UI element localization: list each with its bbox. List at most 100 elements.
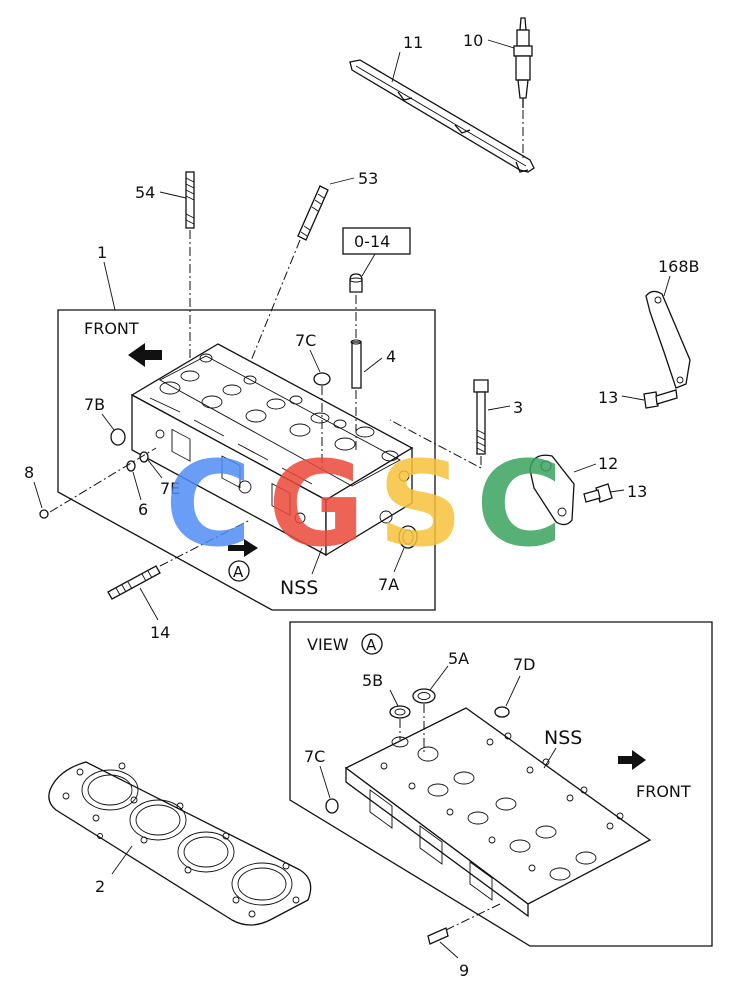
seal-5a	[412, 688, 436, 704]
leader-4	[363, 357, 383, 373]
view-a-circle	[361, 633, 383, 655]
label-13-lower: 13	[627, 482, 647, 501]
label-13-upper: 13	[598, 388, 618, 407]
leader-7c-top	[309, 349, 321, 373]
head-gasket-2	[48, 761, 312, 926]
label-3: 3	[513, 398, 523, 417]
label-7a: 7A	[378, 575, 399, 594]
label-front-top: FRONT	[84, 319, 139, 338]
explode-frame	[57, 309, 436, 611]
label-2: 2	[95, 877, 105, 896]
valve-guide-4	[350, 339, 362, 389]
dowel-9	[427, 927, 449, 945]
label-9: 9	[459, 961, 469, 980]
bracket-168b	[645, 290, 691, 389]
valve-cap-0-14	[349, 273, 363, 293]
plug-7a	[398, 525, 418, 549]
leader-10	[487, 39, 515, 49]
bolt-13-lower	[583, 483, 613, 503]
label-12: 12	[598, 454, 618, 473]
stud-53	[297, 185, 329, 241]
leader-nss-top	[311, 547, 323, 575]
label-6: 6	[138, 500, 148, 519]
leader-53	[329, 177, 355, 185]
label-53: 53	[358, 169, 378, 188]
leader-54	[159, 191, 187, 199]
label-14: 14	[150, 623, 170, 642]
leader-6	[132, 471, 142, 501]
watermark-letter-1: C	[165, 435, 252, 573]
view-marker-circle	[228, 560, 250, 582]
label-8: 8	[24, 463, 34, 482]
cylinder-head	[130, 343, 414, 557]
watermark-letter-3: S	[378, 435, 463, 573]
label-1: 1	[97, 243, 107, 262]
label-7c-top: 7C	[295, 331, 316, 350]
stud-54	[185, 171, 195, 229]
view-marker-a: A	[233, 563, 244, 581]
box-0-14	[342, 227, 411, 255]
axis-53	[243, 239, 301, 379]
stud-14	[107, 565, 161, 600]
leader-2	[111, 845, 133, 875]
axis-8	[49, 447, 157, 513]
label-view-word: VIEW	[307, 635, 349, 654]
leader-7a	[393, 547, 405, 573]
leader-3	[487, 405, 511, 411]
label-10: 10	[463, 31, 483, 50]
front-arrow-view-icon	[618, 750, 646, 770]
plug-7c-view	[325, 798, 339, 814]
label-front-view: FRONT	[636, 782, 691, 801]
bolt-13-upper	[643, 389, 678, 409]
leader-9	[439, 941, 459, 959]
leader-1	[103, 261, 116, 311]
label-view-a-circle: A	[366, 636, 377, 654]
leader-13-upper	[621, 395, 645, 401]
label-54: 54	[135, 183, 155, 202]
leader-168b	[663, 275, 671, 297]
label-11: 11	[403, 33, 423, 52]
watermark-letter-4: C	[476, 435, 563, 573]
leader-8	[33, 481, 43, 509]
bracket-12	[529, 454, 575, 526]
watermark-letter-2: G	[268, 435, 365, 573]
cylinder-head-view-a	[344, 707, 652, 918]
plug-7e	[139, 451, 149, 463]
leader-nss-view	[543, 747, 557, 769]
leader-7d	[505, 675, 521, 707]
pin-8	[39, 509, 49, 519]
oring-6	[126, 460, 136, 472]
label-7d: 7D	[513, 655, 536, 674]
label-5b: 5B	[362, 671, 383, 690]
plug-7b	[110, 428, 126, 446]
leader-14	[139, 587, 159, 621]
head-bolt-3	[473, 379, 489, 455]
glow-plug	[513, 17, 533, 108]
seal-5b	[389, 705, 411, 719]
label-7e: 7E	[160, 479, 180, 498]
view-a-frame	[289, 621, 713, 947]
plug-7d	[494, 706, 510, 718]
leader-13-lower	[609, 489, 625, 493]
leader-5b	[389, 689, 399, 707]
plug-7c-top	[313, 372, 331, 386]
label-nss-top: NSS	[280, 577, 318, 599]
heater-rail	[349, 59, 535, 173]
label-7b: 7B	[84, 395, 105, 414]
axis-9	[445, 903, 501, 931]
label-4: 4	[386, 347, 396, 366]
label-7c-view: 7C	[304, 747, 325, 766]
leader-0-14	[361, 253, 376, 277]
leader-12	[573, 463, 597, 473]
front-arrow-top-icon	[128, 343, 162, 367]
view-arrow-icon	[228, 539, 258, 557]
label-5a: 5A	[448, 649, 469, 668]
leader-5a	[429, 665, 449, 691]
axis-3	[389, 419, 482, 469]
label-0-14: 0-14	[354, 232, 390, 251]
label-nss-view: NSS	[544, 727, 582, 749]
leader-7b	[101, 413, 115, 431]
watermark: C G S C	[165, 435, 563, 573]
leader-7e	[147, 459, 163, 479]
